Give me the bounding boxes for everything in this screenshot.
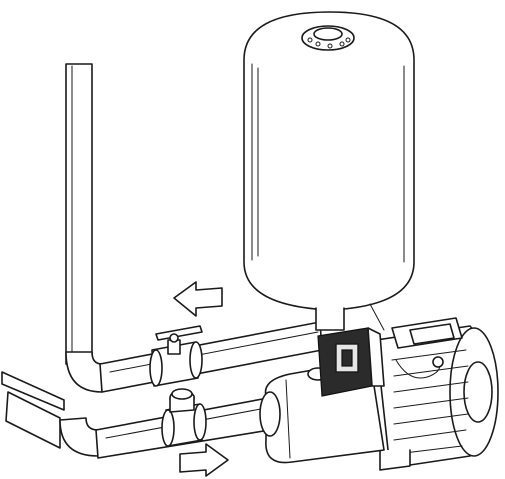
- pressure-tank: [243, 11, 415, 331]
- ball-valve: [149, 325, 203, 387]
- outlet-arrow-icon: [173, 281, 223, 317]
- check-valve: [161, 388, 207, 447]
- vertical-pipe: [65, 63, 93, 365]
- pump-motor: [375, 317, 499, 471]
- pressure-switch: [317, 327, 385, 397]
- inlet-arrow-icon: [179, 443, 229, 477]
- suction-pipe-floor: [1, 371, 65, 449]
